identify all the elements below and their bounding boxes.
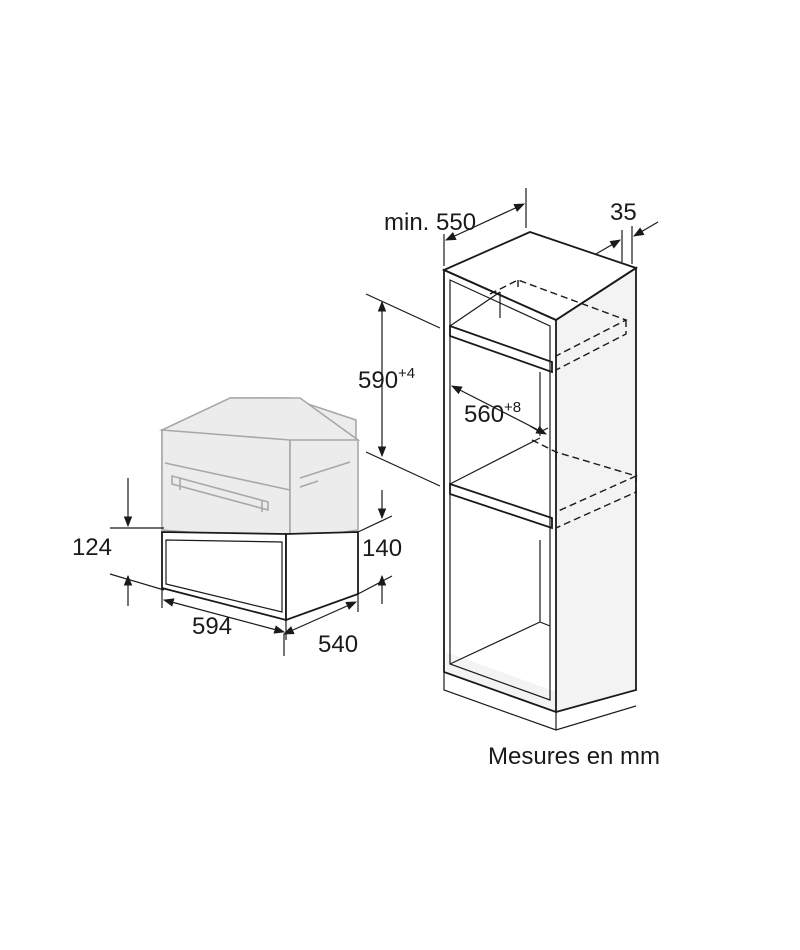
niche-width-value: 560 bbox=[464, 401, 504, 428]
niche-width-tolerance: +8 bbox=[504, 399, 521, 416]
label-drawer-total-height: 140 bbox=[362, 535, 402, 562]
label-drawer-depth: 540 bbox=[318, 631, 358, 658]
dim-590: 590+4 bbox=[358, 293, 441, 487]
label-niche-width: 560+8 bbox=[464, 399, 521, 428]
tall-cabinet bbox=[441, 231, 639, 731]
niche-height-tolerance: +4 bbox=[398, 365, 415, 382]
label-cabinet-rear-gap: 35 bbox=[610, 199, 637, 226]
dim-124: 124 bbox=[72, 478, 165, 606]
label-niche-height: 590+4 bbox=[358, 365, 415, 394]
caption-units: Mesures en mm bbox=[488, 743, 660, 770]
niche-height-value: 590 bbox=[358, 367, 398, 394]
dim-560: 560+8 bbox=[451, 385, 547, 435]
label-cabinet-min-depth: min. 550 bbox=[384, 209, 476, 236]
dim-540: 540 bbox=[283, 594, 359, 658]
dim-140: 140 bbox=[357, 490, 402, 604]
oven-appliance bbox=[158, 397, 361, 541]
label-drawer-height: 124 bbox=[72, 534, 112, 561]
label-drawer-width: 594 bbox=[192, 613, 232, 640]
dim-35: 35 bbox=[595, 199, 659, 264]
dim-min-550: min. 550 bbox=[384, 188, 527, 266]
